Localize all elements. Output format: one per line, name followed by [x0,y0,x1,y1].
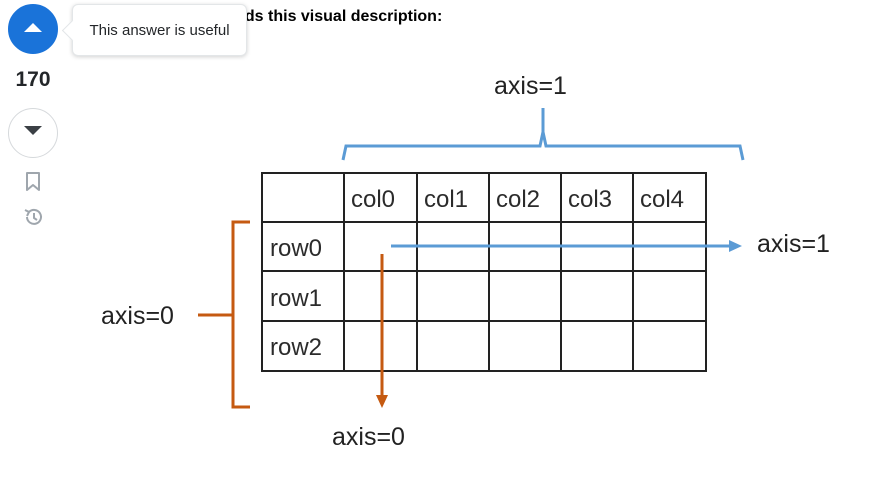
row-header: row1 [270,285,322,312]
bookmark-icon [25,171,41,197]
row-header: row2 [270,334,322,361]
caret-up-icon [23,20,43,38]
bottom-axis-label: axis=0 [332,423,405,451]
history-button[interactable] [23,207,43,232]
vote-column: 170 [8,4,60,225]
column-header: col0 [351,186,395,213]
left-axis-label: axis=0 [101,302,174,330]
history-icon [23,207,43,232]
axis0-arrow [376,254,388,408]
right-axis-label: axis=1 [757,230,830,258]
left-axis-bracket [198,220,250,409]
table-grid [261,172,707,372]
upvote-button[interactable] [8,4,58,54]
top-axis-label: axis=1 [494,72,567,100]
column-header: col3 [568,186,612,213]
caret-down-icon [23,124,43,142]
axis1-arrow [391,240,742,252]
upvote-tooltip: This answer is useful [61,4,247,56]
top-axis-brace [341,108,745,161]
answer-text: eds this visual description: [236,8,443,25]
column-header: col2 [496,186,540,213]
bookmark-button[interactable] [23,171,43,197]
column-header: col4 [640,186,684,213]
row-header: row0 [270,235,322,262]
tooltip-text: This answer is useful [89,21,230,39]
vote-count: 170 [15,68,51,91]
column-header: col1 [424,186,468,213]
downvote-button[interactable] [8,108,58,158]
